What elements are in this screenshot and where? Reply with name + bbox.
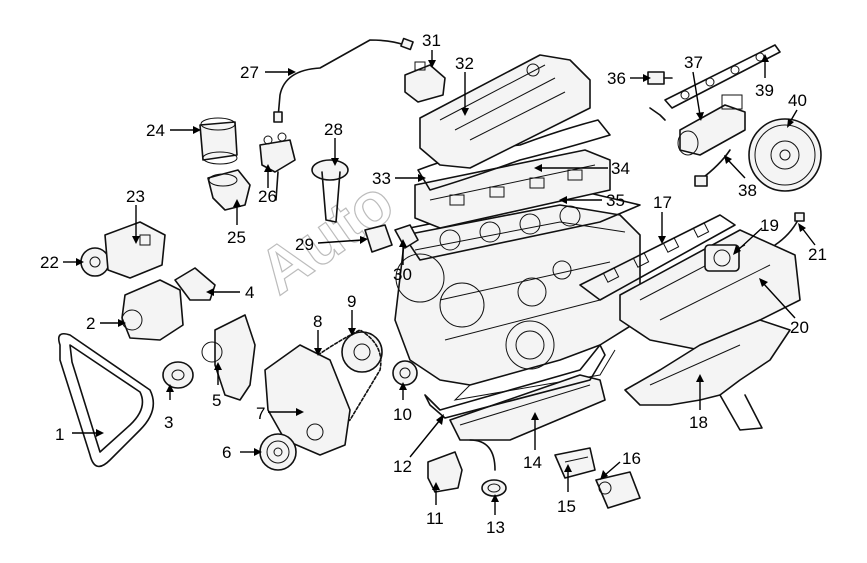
callout-31: 31 xyxy=(422,31,441,50)
callout-20: 20 xyxy=(790,318,809,337)
valve-cover-icon xyxy=(419,54,591,169)
callout-27: 27 xyxy=(240,63,259,82)
callout-39: 39 xyxy=(755,81,774,100)
callout-14: 14 xyxy=(523,453,542,472)
crankshaft-pulley-icon xyxy=(259,433,297,471)
callout-6: 6 xyxy=(222,443,231,462)
water-pump-icon xyxy=(201,314,256,401)
callout-30: 30 xyxy=(393,265,412,284)
oil-fill-cap-icon xyxy=(311,159,349,223)
callout-labels: 1 2 3 4 5 6 7 8 9 10 11 12 13 14 15 16 1… xyxy=(40,31,827,537)
callout-21: 21 xyxy=(808,245,827,264)
callout-36: 36 xyxy=(607,69,626,88)
timing-cover-icon xyxy=(264,344,351,456)
oil-pan-icon xyxy=(449,374,606,441)
oil-pan-gasket-icon xyxy=(424,344,606,419)
engine-mount-bracket-icon xyxy=(554,447,596,479)
callout-38: 38 xyxy=(738,181,757,200)
callout-15: 15 xyxy=(557,497,576,516)
callout-18: 18 xyxy=(689,413,708,432)
oil-pump-icon xyxy=(427,439,496,493)
callout-2: 2 xyxy=(86,314,95,333)
cam-sensor-icon xyxy=(694,149,731,187)
callout-22: 22 xyxy=(40,253,59,272)
camshaft-sprocket-icon xyxy=(341,331,383,373)
callout-3: 3 xyxy=(164,413,173,432)
callout-13: 13 xyxy=(486,518,505,537)
callout-5: 5 xyxy=(212,391,221,410)
oil-filter-icon xyxy=(199,117,238,165)
callout-7: 7 xyxy=(256,404,265,423)
temp-sensor-icon xyxy=(774,212,805,246)
callout-24: 24 xyxy=(146,121,165,140)
callout-16: 16 xyxy=(622,449,641,468)
alternator-icon xyxy=(121,279,184,341)
callout-9: 9 xyxy=(347,292,356,311)
exhaust-manifold-icon xyxy=(624,319,791,431)
callout-23: 23 xyxy=(126,187,145,206)
drive-belt-icon xyxy=(57,332,155,468)
flywheel-icon xyxy=(748,118,822,192)
ignition-coil-icon xyxy=(404,61,446,103)
callout-4: 4 xyxy=(245,283,254,302)
callout-28: 28 xyxy=(324,120,343,139)
throttle-body-icon xyxy=(704,244,740,272)
callout-32: 32 xyxy=(455,54,474,73)
intake-gasket-icon xyxy=(579,214,736,301)
callout-10: 10 xyxy=(393,405,412,424)
engine-block-icon xyxy=(394,204,641,401)
callout-11: 11 xyxy=(426,509,444,528)
callout-29: 29 xyxy=(295,235,314,254)
engine-mount-icon xyxy=(595,471,641,509)
crank-sprocket-icon xyxy=(392,360,418,386)
pressure-sensor-icon xyxy=(647,71,673,121)
filter-adapter-icon xyxy=(207,169,251,211)
callout-1: 1 xyxy=(55,425,64,444)
callout-33: 33 xyxy=(372,169,391,188)
callout-26: 26 xyxy=(258,187,277,206)
leader-lines xyxy=(63,50,816,515)
drain-plug-icon xyxy=(481,479,507,497)
callout-17: 17 xyxy=(653,193,672,212)
callout-34: 34 xyxy=(611,159,630,178)
crank-sensor-icon xyxy=(364,224,393,253)
oxygen-sensor-icon xyxy=(273,37,414,123)
steering-pump-icon xyxy=(104,221,166,279)
callout-25: 25 xyxy=(227,228,246,247)
cylinder-head-icon xyxy=(414,149,611,229)
callout-35: 35 xyxy=(606,191,625,210)
steering-pump-pulley-icon xyxy=(80,247,110,277)
callout-8: 8 xyxy=(313,312,322,331)
callout-12: 12 xyxy=(393,457,412,476)
callout-19: 19 xyxy=(760,216,779,235)
distributor-icon xyxy=(259,132,296,201)
idler-pulley-icon xyxy=(162,361,194,389)
callout-40: 40 xyxy=(788,91,807,110)
starter-icon xyxy=(677,94,746,156)
callout-37: 37 xyxy=(684,53,703,72)
